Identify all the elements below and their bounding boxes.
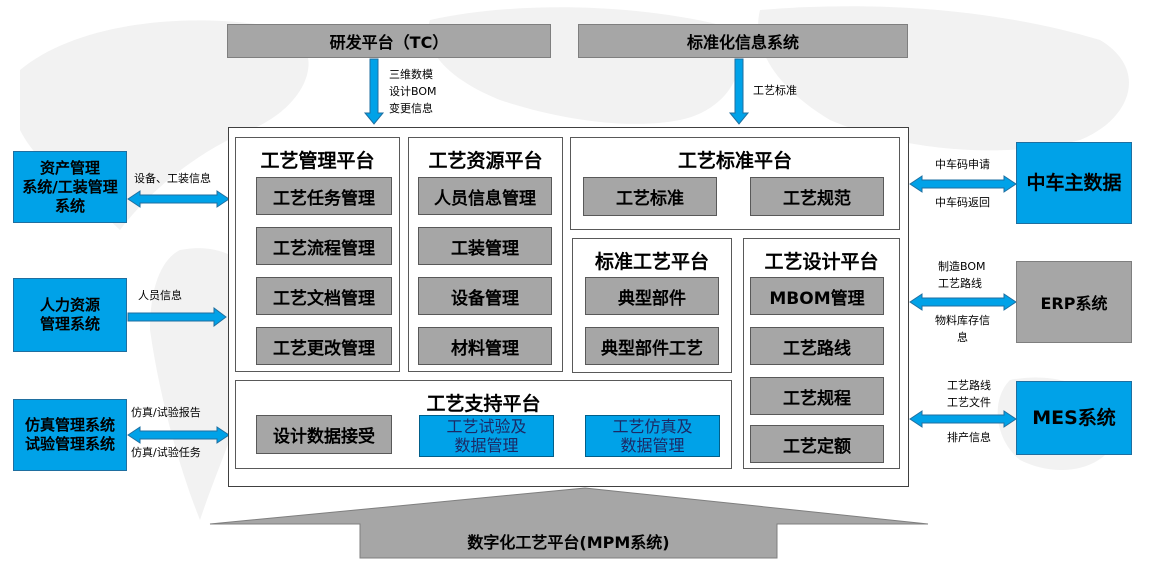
mes-flow-top-1: 工艺路线 [947,379,991,392]
rd-flow-label-1: 三维数模 [389,68,433,81]
asset-flow-label: 设备、工装信息 [134,172,211,185]
sim-system-box: 仿真管理系统 试验管理系统 [13,399,127,471]
hr-system-box: 人力资源 管理系统 [13,278,127,352]
item-document-management-label: 工艺文档管理 [273,288,375,309]
item-process-simulation-data[interactable]: 工艺仿真及 数据管理 [585,415,720,457]
rd-flow-label-2: 设计BOM [389,85,437,98]
item-typical-parts-process[interactable]: 典型部件工艺 [585,327,719,365]
item-process-specification[interactable]: 工艺规范 [750,177,884,216]
mdm-flow-top-label: 中车码申请 [935,158,990,171]
std-flow-label: 工艺标准 [753,84,797,97]
hr-line-2: 管理系统 [39,315,100,333]
rd-flow-labels: 三维数模 设计BOM 变更信息 [389,66,437,117]
item-tooling-management[interactable]: 工装管理 [418,227,552,265]
asset-system-box: 资产管理 系统/工装管理 系统 [13,151,127,223]
hr-line-1: 人力资源 [39,296,100,314]
panel-standard-process-title: 标准工艺平台 [594,251,709,273]
item-flow-management-label: 工艺流程管理 [273,238,375,259]
item-process-quota-label: 工艺定额 [783,436,851,457]
item-change-management-label: 工艺更改管理 [273,338,375,359]
item-process-route[interactable]: 工艺路线 [750,327,884,365]
erp-system-box: ERP系统 [1016,261,1132,343]
mes-flow-bottom-label: 排产信息 [947,431,991,444]
mdm-system-box: 中车主数据 [1016,142,1132,224]
item-mbom-management[interactable]: MBOM管理 [750,277,884,315]
item-design-data-receive[interactable]: 设计数据接受 [256,415,392,454]
item-typical-parts-label: 典型部件 [618,288,686,309]
item-process-specification-label: 工艺规范 [783,189,851,209]
sim-line-1: 仿真管理系统 [24,416,115,434]
std-info-system-box: 标准化信息系统 [578,24,908,58]
erp-flow-bottom-1: 物料库存信 [935,314,990,327]
base-platform-label: 数字化工艺平台(MPM系统) [467,533,670,552]
hr-flow-label: 人员信息 [138,289,182,302]
panel-process-resource-title: 工艺资源平台 [428,150,543,172]
item-personnel-management-label: 人员信息管理 [434,188,536,209]
asset-line-2: 系统/工装管理 [22,177,118,196]
item-equipment-management[interactable]: 设备管理 [418,277,552,315]
item-personnel-management[interactable]: 人员信息管理 [418,177,552,215]
asset-line-1: 资产管理 [39,158,100,177]
erp-flow-top-1: 制造BOM [938,260,986,273]
item-typical-parts[interactable]: 典型部件 [585,277,719,315]
item-task-management-label: 工艺任务管理 [273,188,375,209]
panel-process-management-title: 工艺管理平台 [260,150,375,172]
rd-platform-label: 研发平台（TC） [329,33,449,52]
panel-process-standard-title: 工艺标准平台 [677,150,792,172]
mes-label: MES系统 [1032,406,1116,429]
mdm-flow-bottom-label: 中车码返回 [935,196,990,209]
item-process-route-label: 工艺路线 [783,338,851,359]
item-material-management[interactable]: 材料管理 [418,327,552,365]
mes-system-box: MES系统 [1016,381,1132,455]
item-design-data-receive-label: 设计数据接受 [273,427,375,447]
item-process-test-data[interactable]: 工艺试验及 数据管理 [419,415,554,457]
item-document-management[interactable]: 工艺文档管理 [256,277,392,315]
panel-process-design-title: 工艺设计平台 [764,251,879,273]
erp-flow-bottom-labels: 物料库存信 息 [935,312,990,346]
rd-flow-label-3: 变更信息 [389,102,433,115]
item-flow-management[interactable]: 工艺流程管理 [256,227,392,265]
item-process-quota[interactable]: 工艺定额 [750,425,884,463]
item-task-management[interactable]: 工艺任务管理 [256,177,392,215]
item-equipment-management-label: 设备管理 [451,288,519,309]
erp-flow-top-2: 工艺路线 [938,277,982,290]
std-info-system-label: 标准化信息系统 [686,33,799,52]
item-process-sim-line-2: 数据管理 [620,436,685,455]
item-typical-parts-process-label: 典型部件工艺 [601,338,703,359]
rd-platform-box: 研发平台（TC） [227,24,551,58]
panel-process-support-title: 工艺支持平台 [426,393,541,415]
item-material-management-label: 材料管理 [451,338,519,359]
item-process-test-line-2: 数据管理 [454,436,519,455]
item-process-test-line-1: 工艺试验及 [446,417,527,436]
sim-flow-bottom-label: 仿真/试验任务 [131,446,201,459]
sim-flow-top-label: 仿真/试验报告 [131,406,201,419]
erp-label: ERP系统 [1040,294,1108,313]
item-tooling-management-label: 工装管理 [451,238,519,259]
sim-line-2: 试验管理系统 [24,435,115,453]
mes-flow-top-2: 工艺文件 [947,396,991,409]
mdm-label: 中车主数据 [1026,171,1122,194]
item-mbom-management-label: MBOM管理 [769,288,865,309]
item-process-standard[interactable]: 工艺标准 [583,177,717,216]
erp-flow-bottom-2: 息 [957,331,968,344]
asset-line-3: 系统 [54,196,85,215]
mes-flow-top-labels: 工艺路线 工艺文件 [947,377,991,411]
item-process-sim-line-1: 工艺仿真及 [612,417,693,436]
item-process-procedure-label: 工艺规程 [783,388,851,409]
item-change-management[interactable]: 工艺更改管理 [256,327,392,365]
erp-flow-top-labels: 制造BOM 工艺路线 [938,258,986,292]
item-process-standard-label: 工艺标准 [616,189,684,209]
item-process-procedure[interactable]: 工艺规程 [750,377,884,415]
